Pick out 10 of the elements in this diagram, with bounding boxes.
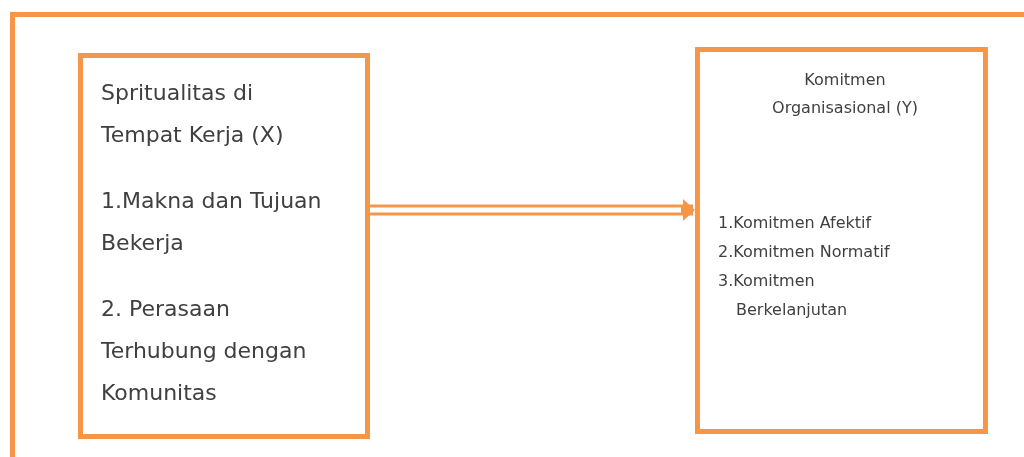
list-item: 2.Komitmen Normatif (718, 241, 891, 263)
list-item: 1.Makna dan Tujuan Bekerja (101, 187, 323, 257)
list-item: 2. Perasaan Terhubung dengan Komunitas (101, 295, 308, 407)
double-arrow (370, 199, 695, 221)
box-heading: Komitmen Organisasional (Y) (771, 69, 919, 119)
box-heading: Spritualitas di Tempat Kerja (X) (101, 79, 285, 149)
text-box (695, 47, 988, 434)
list-item: 3.Komitmen Berkelanjutan (718, 270, 849, 321)
text-box (78, 53, 370, 439)
list-item: 1.Komitmen Afektif (718, 212, 873, 234)
